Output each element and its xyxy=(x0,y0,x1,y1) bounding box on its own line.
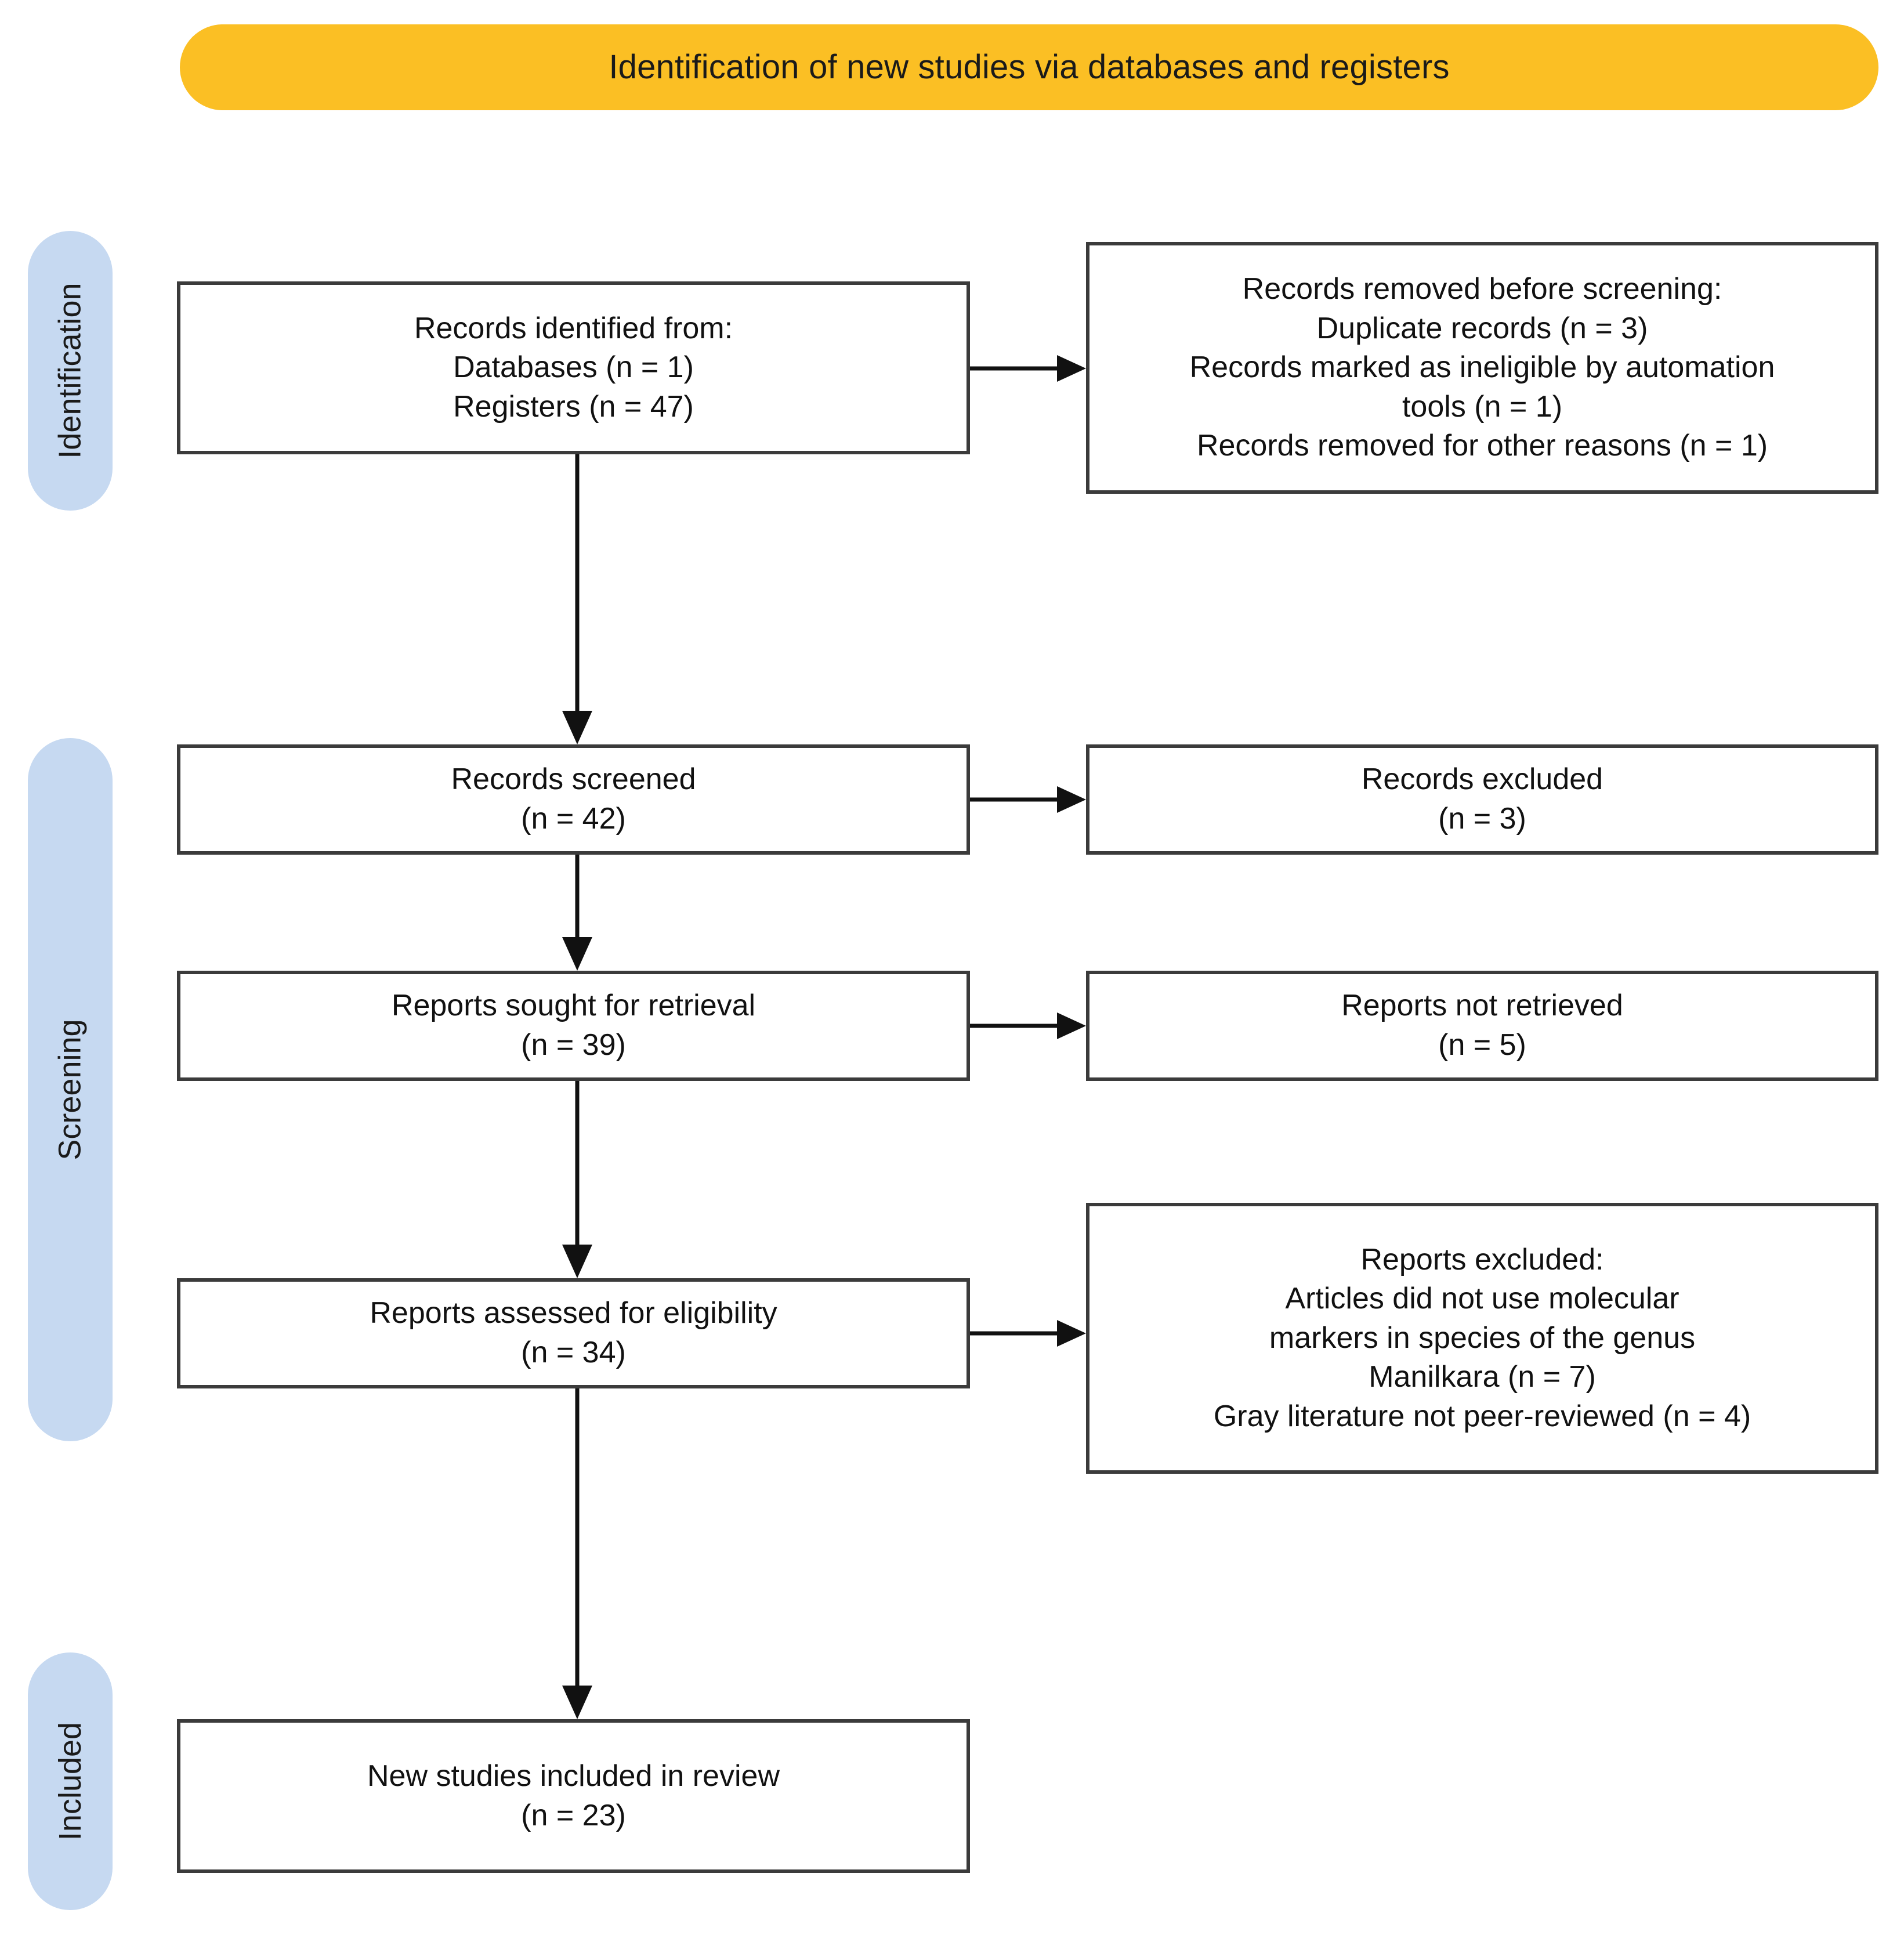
diagram-title: Identification of new studies via databa… xyxy=(609,48,1450,86)
connector-sought-to-not-retrieved xyxy=(970,1006,1088,1046)
connector-assessed-to-included xyxy=(554,1388,600,1722)
node-reports-sought-text: Reports sought for retrieval (n = 39) xyxy=(391,989,756,1062)
node-reports-assessed-for-eligibility: Reports assessed for eligibility (n = 34… xyxy=(177,1278,970,1388)
connector-screened-to-records-excluded xyxy=(970,779,1088,820)
connector-identified-to-screened xyxy=(554,454,600,747)
node-reports-excluded: Reports excluded: Articles did not use m… xyxy=(1086,1203,1878,1474)
connector-assessed-to-reports-excluded xyxy=(970,1313,1088,1354)
diagram-header-banner: Identification of new studies via databa… xyxy=(180,24,1878,110)
node-reports-assessed-text: Reports assessed for eligibility (n = 34… xyxy=(370,1296,777,1369)
node-reports-sought-for-retrieval: Reports sought for retrieval (n = 39) xyxy=(177,971,970,1081)
connector-screened-to-sought xyxy=(554,855,600,974)
stage-pill-screening: Screening xyxy=(28,738,113,1441)
stage-label-included: Included xyxy=(53,1722,88,1841)
stage-pill-identification: Identification xyxy=(28,231,113,511)
node-records-identified-text: Records identified from: Databases (n = … xyxy=(414,311,733,424)
node-records-excluded: Records excluded (n = 3) xyxy=(1086,744,1878,855)
node-records-removed-before-screening: Records removed before screening: Duplic… xyxy=(1086,242,1878,494)
stage-pill-included: Included xyxy=(28,1652,113,1910)
node-reports-not-retrieved: Reports not retrieved (n = 5) xyxy=(1086,971,1878,1081)
node-records-screened: Records screened (n = 42) xyxy=(177,744,970,855)
connector-sought-to-assessed xyxy=(554,1081,600,1281)
node-reports-not-retrieved-text: Reports not retrieved (n = 5) xyxy=(1341,989,1623,1062)
node-records-screened-text: Records screened (n = 42) xyxy=(451,762,696,836)
node-reports-excluded-text: Reports excluded: Articles did not use m… xyxy=(1213,1242,1751,1433)
node-new-studies-included: New studies included in review (n = 23) xyxy=(177,1719,970,1873)
stage-label-screening: Screening xyxy=(53,1019,88,1160)
node-records-excluded-text: Records excluded (n = 3) xyxy=(1361,762,1603,836)
connector-identified-to-removed xyxy=(970,348,1088,389)
stage-label-identification: Identification xyxy=(53,283,88,459)
node-records-identified: Records identified from: Databases (n = … xyxy=(177,281,970,454)
node-records-removed-text: Records removed before screening: Duplic… xyxy=(1189,272,1775,463)
node-new-studies-included-text: New studies included in review (n = 23) xyxy=(367,1759,780,1832)
